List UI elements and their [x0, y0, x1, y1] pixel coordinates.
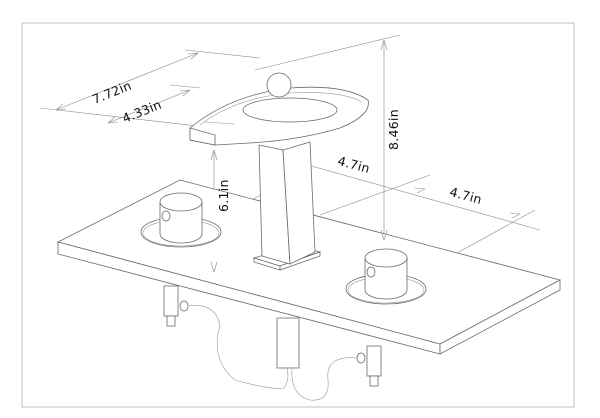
- spout-column: [252, 141, 322, 271]
- right-handle: [345, 248, 427, 305]
- dimension-arrows: [55, 39, 521, 273]
- drawing-frame: [21, 22, 575, 408]
- left-handle: [140, 192, 222, 248]
- dimension-label-spout-height: 6.1in: [216, 179, 231, 212]
- spout-top: [189, 72, 369, 146]
- under-deck-plumbing: [163, 285, 382, 401]
- dimension-label-total-height: 8.46in: [386, 108, 401, 150]
